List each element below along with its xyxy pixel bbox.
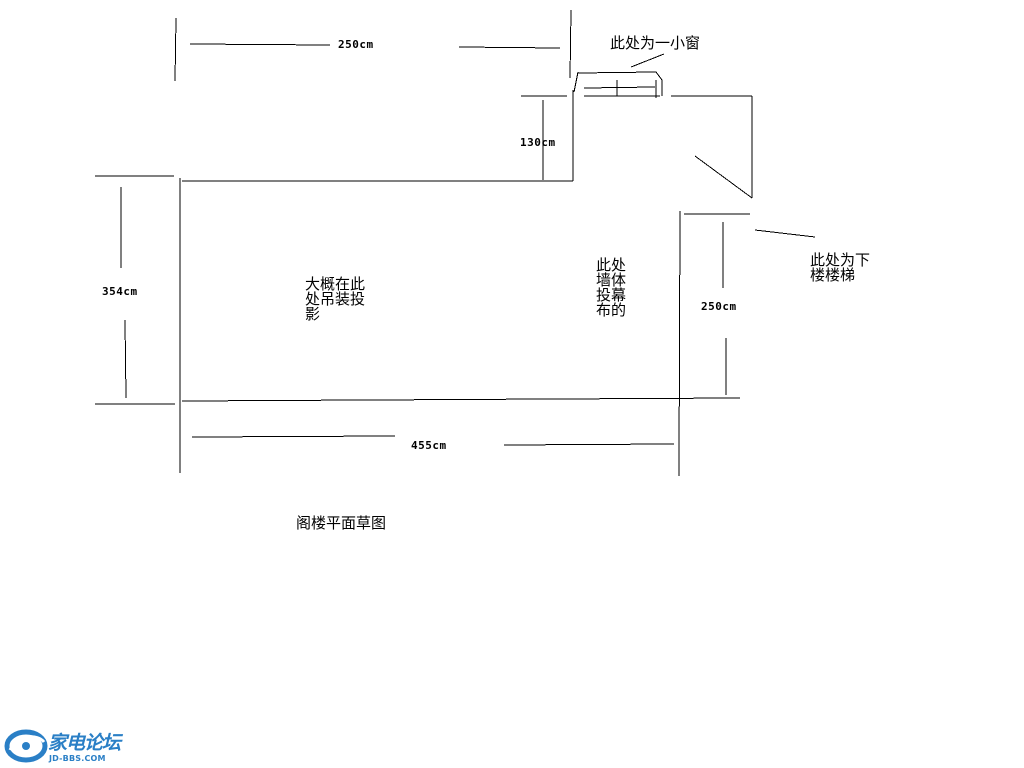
top-width-label: 250cm [338, 38, 374, 51]
bottom-wall [181, 397, 741, 402]
top-dim-tick-left [174, 17, 177, 82]
window-leader [630, 53, 665, 68]
projector-note: 大概在此 处吊装投 影 [305, 275, 366, 323]
screen-wall-note: 此处 墙体 投幕 布的 [596, 256, 627, 319]
watermark-name: 家电论坛 [48, 732, 121, 754]
left-dim-line-bottom [124, 319, 127, 399]
bottom-dim-line-right [503, 443, 675, 446]
stair-leader [754, 229, 816, 238]
notch-depth-label: 130cm [520, 136, 556, 149]
window-shape [577, 71, 663, 96]
site-watermark: 家电论坛 JD-BBS.COM [4, 728, 132, 766]
watermark-swirl-icon [4, 729, 48, 763]
window-note: 此处为一小窗 [610, 34, 701, 52]
right-height-label: 250cm [701, 300, 737, 313]
top-dim-line-right [458, 46, 561, 49]
bottom-width-label: 455cm [411, 439, 447, 452]
right-wall [678, 210, 681, 477]
stairs-note: 此处为下 楼楼梯 [810, 251, 871, 284]
window-line-1 [583, 86, 656, 89]
diagram-caption: 阁楼平面草图 [296, 514, 387, 532]
top-dim-tick-right [569, 9, 572, 79]
window-slash [573, 71, 579, 93]
stair-diagonal [694, 155, 753, 199]
bottom-dim-line-left [191, 435, 396, 438]
left-height-label: 354cm [102, 285, 138, 298]
top-dim-line-left [189, 43, 331, 46]
watermark-domain: JD-BBS.COM [49, 754, 106, 763]
